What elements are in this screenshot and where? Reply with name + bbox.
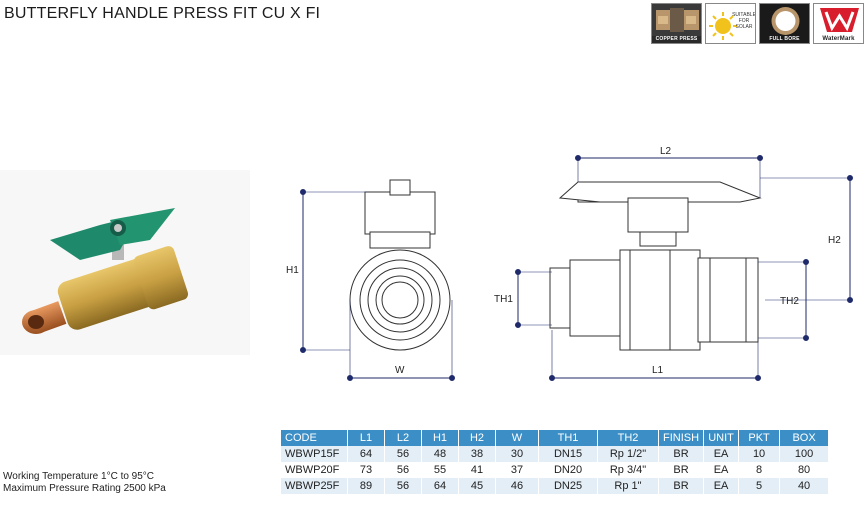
cell-w: 30 — [495, 446, 539, 462]
dim-label-l2: L2 — [660, 146, 672, 157]
cell-th1: DN20 — [538, 462, 598, 478]
working-temperature: Working Temperature 1°C to 95°C — [3, 471, 155, 482]
col-box: BOX — [779, 430, 830, 446]
product-table: CODE L1 L2 H1 H2 W TH1 TH2 FINISH UNIT P… — [281, 430, 830, 494]
col-w: W — [495, 430, 539, 446]
badge-label: FULL BORE — [769, 36, 800, 42]
cell-unit: EA — [703, 446, 740, 462]
cell-th1: DN25 — [538, 478, 598, 494]
col-th2: TH2 — [597, 430, 659, 446]
cell-l1: 89 — [347, 478, 385, 494]
cell-finish: BR — [658, 478, 705, 494]
badge-label-line2: FOR — [739, 18, 750, 24]
table-header-row: CODE L1 L2 H1 H2 W TH1 TH2 FINISH UNIT P… — [281, 430, 830, 446]
cell-th2: Rp 3/4" — [597, 462, 659, 478]
dim-label-l1: L1 — [652, 365, 664, 376]
spec-notes: Working Temperature 1°C to 95°C Maximum … — [3, 471, 166, 495]
sun-icon: SUITABLE FOR SOLAR — [706, 4, 756, 43]
col-h2: H2 — [458, 430, 496, 446]
badge-label-line3: SOLAR — [736, 24, 753, 30]
cell-h1: 64 — [421, 478, 459, 494]
cell-h2: 41 — [458, 462, 496, 478]
cell-l1: 73 — [347, 462, 385, 478]
page-title: BUTTERFLY HANDLE PRESS FIT CU X FI — [4, 5, 321, 22]
cell-l1: 64 — [347, 446, 385, 462]
col-l1: L1 — [347, 430, 385, 446]
dim-label-w: W — [395, 365, 405, 376]
col-pkt: PKT — [738, 430, 781, 446]
cell-w: 46 — [495, 478, 539, 494]
front-view-body — [619, 249, 701, 351]
copper-press-icon — [652, 4, 701, 36]
cell-box: 40 — [779, 478, 830, 494]
cell-th2: Rp 1" — [597, 478, 659, 494]
cell-h1: 48 — [421, 446, 459, 462]
dim-label-th2: TH2 — [780, 296, 799, 307]
col-code: CODE — [281, 430, 348, 446]
col-l2: L2 — [384, 430, 422, 446]
cell-pkt: 5 — [738, 478, 781, 494]
cell-finish: BR — [658, 462, 705, 478]
col-finish: FINISH — [658, 430, 705, 446]
cell-h2: 38 — [458, 446, 496, 462]
cell-th1: DN15 — [538, 446, 598, 462]
cell-unit: EA — [703, 478, 740, 494]
col-unit: UNIT — [703, 430, 740, 446]
cell-h1: 55 — [421, 462, 459, 478]
full-bore-badge: FULL BORE — [759, 3, 810, 44]
cell-box: 80 — [779, 462, 830, 478]
cell-pkt: 8 — [738, 462, 781, 478]
full-bore-icon — [760, 4, 809, 43]
badge-label: COPPER PRESS — [655, 36, 698, 42]
cell-l2: 56 — [384, 462, 422, 478]
dim-label-h1: H1 — [286, 265, 299, 276]
cell-unit: EA — [703, 462, 740, 478]
cell-th2: Rp 1/2" — [597, 446, 659, 462]
badge-label-line1: SUITABLE — [732, 12, 756, 18]
watermark-badge: WaterMark — [813, 3, 864, 44]
dim-label-h2: H2 — [828, 235, 841, 246]
max-pressure: Maximum Pressure Rating 2500 kPa — [3, 483, 166, 494]
solar-badge: SUITABLE FOR SOLAR — [705, 3, 756, 44]
cell-l2: 56 — [384, 478, 422, 494]
product-photo — [0, 170, 250, 355]
badge-label: WaterMark — [822, 36, 855, 42]
cell-box: 100 — [779, 446, 830, 462]
cell-w: 37 — [495, 462, 539, 478]
table-row: WBWP15F 64 56 48 38 30 DN15 Rp 1/2" BR E… — [281, 446, 830, 462]
cell-h2: 45 — [458, 478, 496, 494]
dimension-drawing: H1 W L2 H2 TH1 TH2 L1 — [286, 146, 853, 381]
cell-pkt: 10 — [738, 446, 781, 462]
dim-label-th1: TH1 — [494, 294, 513, 305]
col-h1: H1 — [421, 430, 459, 446]
cell-l2: 56 — [384, 446, 422, 462]
copper-press-badge: COPPER PRESS — [651, 3, 702, 44]
table-row: WBWP25F 89 56 64 45 46 DN25 Rp 1" BR EA … — [281, 478, 830, 494]
cell-code: WBWP20F — [281, 462, 348, 478]
cell-finish: BR — [658, 446, 705, 462]
certification-badges: COPPER PRESS SUITABLE FOR SOLAR FULL BOR… — [651, 3, 864, 44]
cell-code: WBWP25F — [281, 478, 348, 494]
watermark-icon — [814, 4, 863, 43]
table-row: WBWP20F 73 56 55 41 37 DN20 Rp 3/4" BR E… — [281, 462, 830, 478]
side-view-handle — [364, 191, 436, 235]
col-th1: TH1 — [538, 430, 598, 446]
cell-code: WBWP15F — [281, 446, 348, 462]
